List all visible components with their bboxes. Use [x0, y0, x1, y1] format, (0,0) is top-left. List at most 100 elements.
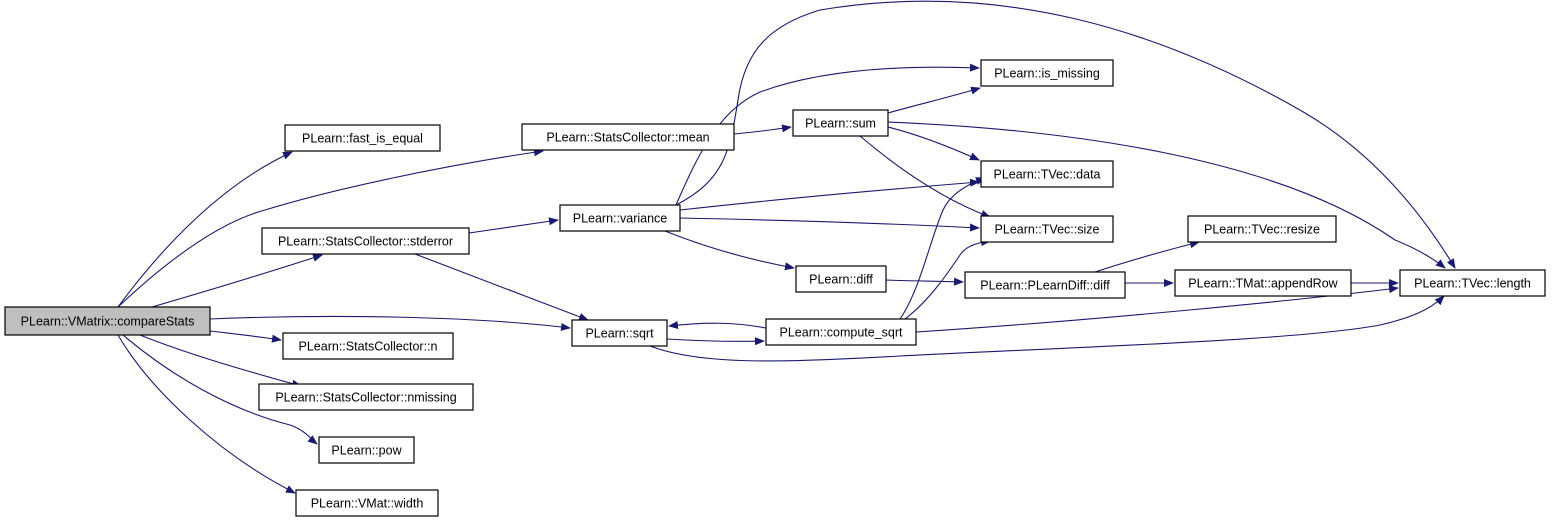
node-label: PLearn::compute_sqrt	[780, 326, 904, 340]
node-width[interactable]: PLearn::VMat::width	[295, 489, 439, 517]
edge-line	[122, 334, 318, 445]
node-sqrt[interactable]: PLearn::sqrt	[571, 319, 668, 347]
edge-line	[915, 285, 1399, 333]
node-box	[792, 109, 889, 137]
node-n[interactable]: PLearn::StatsCollector::n	[282, 332, 454, 360]
node-mean[interactable]: PLearn::StatsCollector::mean	[521, 123, 735, 151]
edge-line	[468, 217, 559, 234]
node-compareStats[interactable]: PLearn::VMatrix::compareStats	[4, 306, 211, 336]
node-stderror[interactable]: PLearn::StatsCollector::stderror	[261, 227, 470, 255]
node-box	[559, 204, 681, 232]
node-box	[4, 306, 211, 336]
node-label: PLearn::TMat::appendRow	[1188, 277, 1338, 291]
edge-stderror-to-sqrt	[414, 253, 589, 321]
edge-sqrt-to-compute_sqrt	[666, 337, 765, 346]
node-box	[980, 160, 1114, 188]
edge-compareStats-to-nmissing	[139, 334, 302, 388]
edge-diff-to-pldiff	[885, 277, 964, 286]
node-compute_sqrt[interactable]: PLearn::compute_sqrt	[765, 318, 917, 346]
node-box	[261, 227, 470, 255]
edge-variance-to-diff	[664, 230, 795, 271]
node-box	[521, 123, 735, 151]
node-pldiff[interactable]: PLearn::PLearnDiff::diff	[964, 271, 1126, 299]
edge-line	[885, 277, 964, 286]
edge-compute_sqrt-to-data	[899, 177, 986, 320]
node-label: PLearn::TVec::length	[1414, 277, 1531, 291]
edge-line	[887, 126, 980, 161]
node-label: PLearn::fast_is_equal	[302, 132, 423, 146]
node-box	[1187, 215, 1337, 243]
edge-line	[649, 295, 1445, 362]
edge-line	[668, 321, 767, 329]
node-label: PLearn::VMat::width	[311, 497, 424, 511]
node-box	[295, 489, 439, 517]
node-box	[571, 319, 668, 347]
edge-line	[899, 177, 986, 320]
edge-line	[209, 315, 571, 331]
edge-line	[151, 253, 323, 308]
edge-compareStats-to-mean	[117, 148, 544, 308]
edge-line	[664, 230, 795, 271]
node-label: PLearn::diff	[809, 273, 873, 287]
edge-compareStats-to-width	[117, 334, 296, 494]
node-label: PLearn::variance	[573, 212, 668, 226]
edge-compute_sqrt-to-length	[915, 285, 1399, 333]
node-box	[795, 265, 887, 293]
edge-mean-to-sum	[733, 124, 792, 135]
edge-line	[1094, 240, 1200, 273]
edge-line	[679, 178, 980, 211]
node-box	[318, 436, 415, 464]
node-label: PLearn::pow	[331, 444, 402, 458]
edge-compareStats-to-fast_is_equal	[117, 151, 293, 308]
edge-sum-to-length	[887, 121, 1446, 269]
node-box	[980, 215, 1114, 243]
edge-line	[117, 151, 293, 308]
node-box	[980, 59, 1114, 87]
edge-line	[859, 135, 991, 218]
node-label: PLearn::PLearnDiff::diff	[980, 279, 1110, 293]
edge-compute_sqrt-to-size	[904, 238, 991, 320]
edge-line	[679, 217, 980, 232]
node-size[interactable]: PLearn::TVec::size	[980, 215, 1114, 243]
node-box	[258, 383, 474, 411]
edge-compareStats-to-stderror	[151, 253, 323, 308]
edge-compareStats-to-n	[209, 330, 282, 343]
edges-layer	[117, 0, 1456, 494]
edge-line	[414, 253, 589, 321]
edge-line	[887, 121, 1446, 269]
edge-line	[904, 238, 991, 320]
node-data[interactable]: PLearn::TVec::data	[980, 160, 1114, 188]
node-nmissing[interactable]: PLearn::StatsCollector::nmissing	[258, 383, 474, 411]
edge-sqrt-to-length	[649, 295, 1445, 362]
edge-compareStats-to-sqrt	[209, 315, 571, 331]
node-appendRow[interactable]: PLearn::TMat::appendRow	[1174, 269, 1352, 297]
edge-line	[675, 63, 980, 206]
node-pow[interactable]: PLearn::pow	[318, 436, 415, 464]
node-box	[282, 332, 454, 360]
node-diff[interactable]: PLearn::diff	[795, 265, 887, 293]
nodes-layer: PLearn::VMatrix::compareStats PLearn::fas…	[4, 59, 1546, 517]
edge-variance-to-size	[679, 217, 980, 232]
edge-pldiff-to-resize	[1094, 240, 1200, 273]
edge-sum-to-size	[859, 135, 991, 218]
edge-sum-to-data	[887, 126, 980, 161]
edge-line	[139, 334, 302, 388]
edge-line	[117, 148, 544, 308]
node-length[interactable]: PLearn::TVec::length	[1399, 269, 1546, 297]
node-label: PLearn::TVec::data	[993, 168, 1100, 182]
node-variance[interactable]: PLearn::variance	[559, 204, 681, 232]
node-label: PLearn::VMatrix::compareStats	[21, 315, 195, 329]
node-fast_is_equal[interactable]: PLearn::fast_is_equal	[284, 124, 441, 152]
node-is_missing[interactable]: PLearn::is_missing	[980, 59, 1114, 87]
edge-sum-to-is_missing	[887, 86, 981, 114]
edge-line	[887, 86, 981, 114]
node-sum[interactable]: PLearn::sum	[792, 109, 889, 137]
edge-variance-to-length	[675, 0, 1456, 269]
node-resize[interactable]: PLearn::TVec::resize	[1187, 215, 1337, 243]
edge-line	[675, 0, 1456, 269]
node-box	[964, 271, 1126, 299]
node-box	[1399, 269, 1546, 297]
node-label: PLearn::StatsCollector::nmissing	[275, 391, 456, 405]
node-label: PLearn::StatsCollector::stderror	[278, 235, 453, 249]
